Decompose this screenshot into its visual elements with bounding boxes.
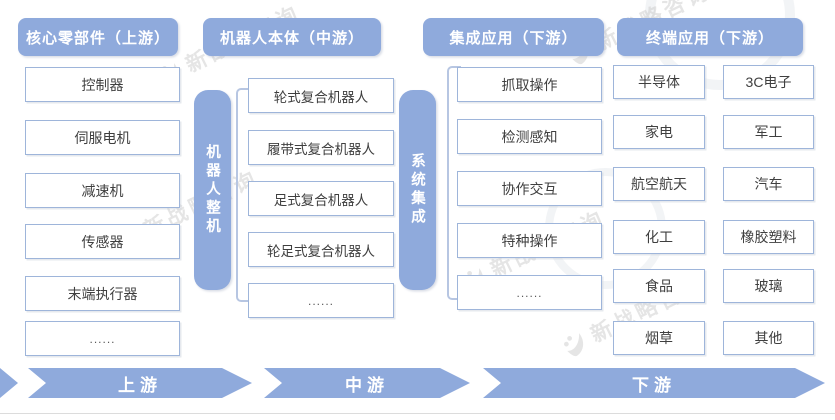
header-terminal-application: 终端应用（下游） bbox=[617, 18, 803, 56]
header-integrated-application: 集成应用（下游） bbox=[423, 18, 604, 56]
item-ellipsis: ...... bbox=[248, 283, 394, 318]
item-aerospace: 航空航天 bbox=[613, 167, 705, 201]
item-semiconductor: 半导体 bbox=[613, 65, 705, 99]
item-legged-robot: 足式复合机器人 bbox=[248, 181, 394, 216]
item-collaborative-interaction: 协作交互 bbox=[457, 171, 602, 206]
item-glass: 玻璃 bbox=[723, 269, 814, 303]
item-ellipsis: ...... bbox=[25, 321, 180, 356]
item-automobile: 汽车 bbox=[723, 167, 814, 201]
item-wheel-legged-robot: 轮足式复合机器人 bbox=[248, 232, 394, 267]
bracket-robot-body bbox=[236, 88, 250, 302]
flow-arrow-leading-tip bbox=[0, 368, 18, 398]
header-robot-body: 机器人本体（中游） bbox=[203, 18, 381, 56]
item-grasping-operation: 抓取操作 bbox=[457, 67, 602, 102]
item-food: 食品 bbox=[613, 269, 705, 303]
bracket-integrated-application bbox=[447, 66, 461, 300]
flow-arrow-upstream: 上游 bbox=[28, 368, 252, 398]
item-3c-electronics: 3C电子 bbox=[723, 65, 814, 99]
item-rubber-plastic: 橡胶塑料 bbox=[723, 220, 814, 254]
bar-system-integration: 系统集成 bbox=[399, 90, 436, 290]
item-sensor: 传感器 bbox=[25, 224, 180, 259]
item-controller: 控制器 bbox=[25, 67, 180, 102]
item-tracked-robot: 履带式复合机器人 bbox=[248, 130, 394, 165]
item-special-operation: 特种操作 bbox=[457, 223, 602, 258]
item-detection-perception: 检测感知 bbox=[457, 119, 602, 154]
item-reducer: 减速机 bbox=[25, 173, 180, 208]
item-tobacco: 烟草 bbox=[613, 321, 705, 355]
item-chemical: 化工 bbox=[613, 220, 705, 254]
flow-arrow-downstream: 下游 bbox=[483, 368, 825, 398]
paw-swoosh-icon bbox=[564, 333, 584, 357]
item-military: 军工 bbox=[723, 115, 814, 149]
item-end-effector: 末端执行器 bbox=[25, 276, 180, 311]
item-home-appliance: 家电 bbox=[613, 115, 705, 149]
item-ellipsis: ...... bbox=[457, 275, 602, 310]
item-wheeled-robot: 轮式复合机器人 bbox=[248, 78, 394, 113]
flow-arrow-midstream: 中游 bbox=[264, 368, 470, 398]
item-servo-motor: 伺服电机 bbox=[25, 120, 180, 155]
header-core-components: 核心零部件（上游） bbox=[18, 18, 178, 56]
item-other: 其他 bbox=[723, 321, 814, 355]
bottom-divider bbox=[0, 413, 835, 414]
bar-robot-complete-machine: 机器人整机 bbox=[194, 90, 231, 290]
